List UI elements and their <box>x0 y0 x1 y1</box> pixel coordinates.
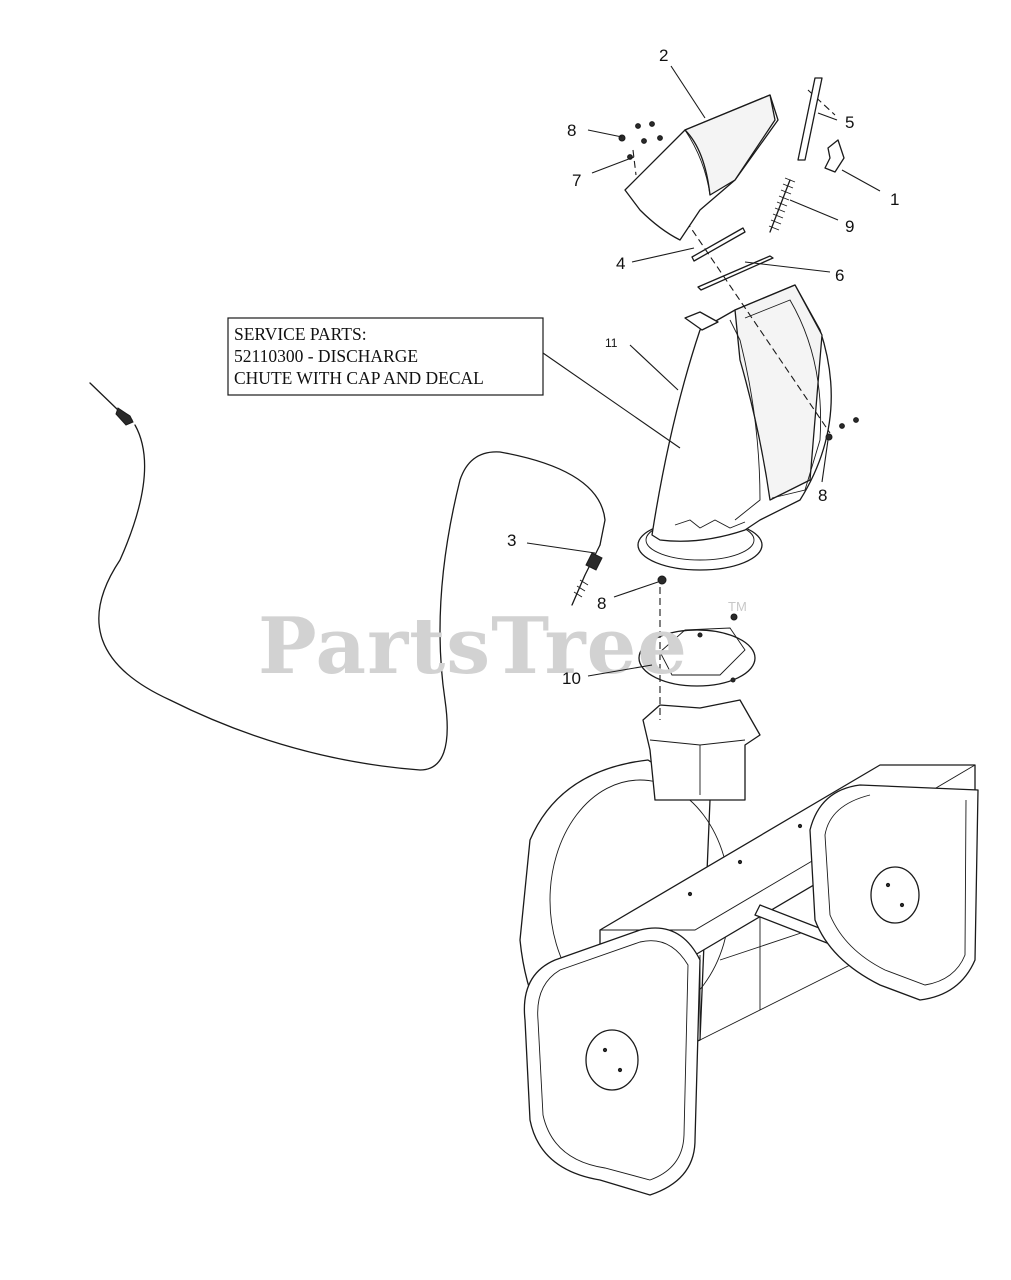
deflector-cap-2 <box>624 94 779 241</box>
latch-bracket-1 <box>824 139 845 173</box>
spring-9 <box>768 177 796 233</box>
assembly-line-diagonal <box>679 211 831 434</box>
bolt-8 <box>657 575 667 585</box>
callout-7: 7 <box>572 171 581 190</box>
callout-5: 5 <box>845 113 854 132</box>
hardware-8-right <box>825 417 859 441</box>
nut-8c <box>730 613 738 621</box>
callout-1: 1 <box>890 190 899 209</box>
service-parts-note: SERVICE PARTS: 52110300 - DISCHARGE CHUT… <box>227 317 681 449</box>
callout-leaders <box>526 65 881 677</box>
callout-8-bottom: 8 <box>597 594 606 613</box>
chute-ring-plate-10 <box>638 627 756 687</box>
hinge-rod-4 <box>691 227 746 262</box>
callout-2: 2 <box>659 46 668 65</box>
hardware-7-8-top <box>618 121 663 160</box>
watermark-tm: TM <box>728 599 747 614</box>
callout-6: 6 <box>835 266 844 285</box>
callout-4: 4 <box>616 254 625 273</box>
callout-10: 10 <box>562 669 581 688</box>
control-cable-3 <box>89 382 606 771</box>
discharge-chute-11 <box>637 284 832 571</box>
callout-11: 11 <box>605 336 618 350</box>
note-line-2: 52110300 - DISCHARGE <box>234 346 418 366</box>
watermark-text: PartsTree <box>258 601 688 692</box>
callout-8-right: 8 <box>818 486 827 505</box>
note-line-3: CHUTE WITH CAP AND DECAL <box>234 368 484 388</box>
note-line-1: SERVICE PARTS: <box>234 324 367 344</box>
callout-9: 9 <box>845 217 854 236</box>
control-rod-5 <box>797 77 823 161</box>
callout-3: 3 <box>507 531 516 550</box>
callout-8-top: 8 <box>567 121 576 140</box>
gasket-6 <box>697 255 774 291</box>
auger-housing <box>519 699 979 1196</box>
